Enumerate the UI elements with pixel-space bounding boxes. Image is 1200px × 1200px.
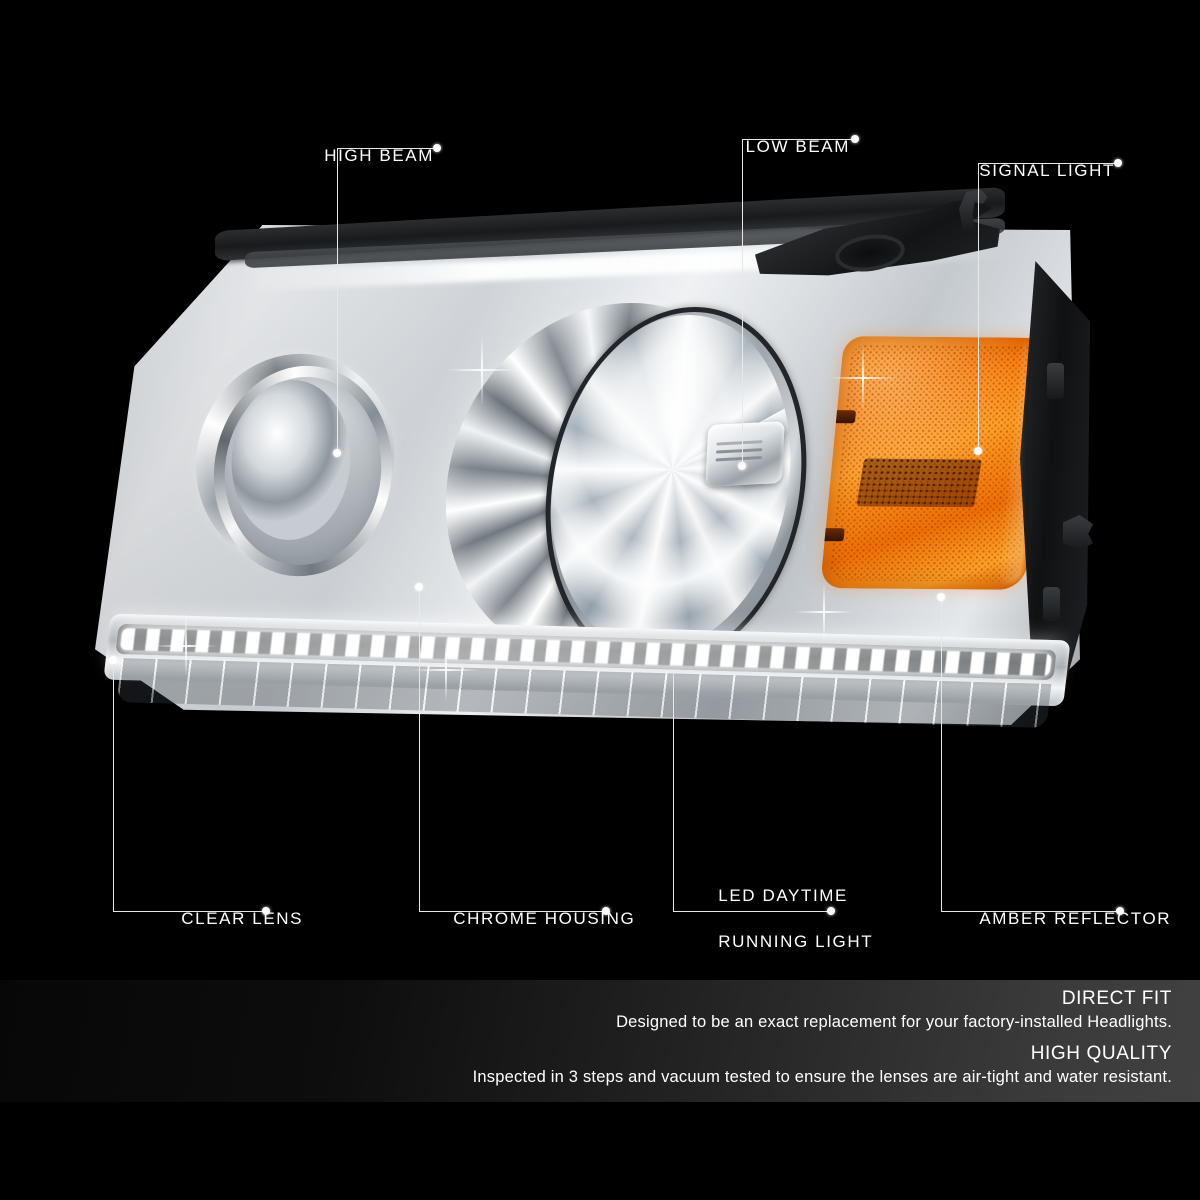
leader-dot-low-beam-target bbox=[738, 462, 746, 470]
callout-text: AMBER REFLECTOR bbox=[979, 908, 1172, 928]
housing-right-rim bbox=[1020, 261, 1090, 691]
leader-line-low-beam-vertical bbox=[742, 139, 743, 466]
leader-line-amber-reflector-horizontal bbox=[941, 911, 1120, 912]
amber-inset-panel bbox=[856, 458, 983, 508]
feature-body: Designed to be an exact replacement for … bbox=[616, 1013, 1172, 1031]
callout-label-low-beam: LOW BEAM bbox=[680, 113, 850, 182]
leader-dot-clear-lens-label bbox=[262, 907, 270, 915]
leader-line-led-drl-horizontal bbox=[673, 911, 831, 912]
leader-dot-high-beam-target bbox=[333, 449, 341, 457]
callout-text: CHROME HOUSING bbox=[453, 908, 636, 928]
feature-high-quality: HIGH QUALITY Inspected in 3 steps and va… bbox=[473, 1043, 1172, 1087]
leader-dot-low-beam-label bbox=[851, 135, 859, 143]
callout-text-line1: LED DAYTIME bbox=[718, 885, 848, 905]
callout-label-chrome-housing: CHROME HOUSING bbox=[428, 885, 658, 954]
leader-dot-amber-reflector-target bbox=[937, 593, 945, 601]
leader-line-low-beam-horizontal bbox=[742, 139, 855, 140]
leader-line-signal-light-horizontal bbox=[978, 163, 1118, 164]
headlight-assembly-image bbox=[95, 185, 1095, 730]
callout-label-high-beam: HIGH BEAM bbox=[254, 122, 434, 191]
callout-label-signal-light: SIGNAL LIGHT bbox=[930, 137, 1115, 206]
housing-clip bbox=[1063, 515, 1093, 551]
housing-tab-lower bbox=[1043, 587, 1060, 621]
feature-body: Inspected in 3 steps and vacuum tested t… bbox=[472, 1068, 1172, 1086]
callout-text: LOW BEAM bbox=[745, 136, 850, 156]
callout-text-line2: RUNNING LIGHT bbox=[718, 931, 874, 951]
leader-line-led-drl-vertical bbox=[673, 672, 674, 911]
feature-direct-fit: DIRECT FIT Designed to be an exact repla… bbox=[616, 988, 1172, 1032]
leader-line-clear-lens-horizontal bbox=[113, 911, 266, 912]
leader-line-amber-reflector-vertical bbox=[941, 597, 942, 911]
leader-line-chrome-housing-horizontal bbox=[419, 911, 606, 912]
leader-dot-clear-lens-target bbox=[109, 656, 117, 664]
leader-line-high-beam-vertical bbox=[337, 148, 338, 453]
callout-label-amber-reflector: AMBER REFLECTOR bbox=[955, 885, 1185, 954]
amber-reflector-lens bbox=[819, 336, 1050, 590]
amber-clip-bottom bbox=[821, 528, 845, 542]
feature-heading: DIRECT FIT bbox=[1061, 988, 1172, 1009]
leader-line-clear-lens-vertical bbox=[113, 660, 114, 911]
feature-footer: DIRECT FIT Designed to be an exact repla… bbox=[0, 980, 1200, 1102]
callout-text: SIGNAL LIGHT bbox=[979, 160, 1115, 180]
leader-line-signal-light-vertical bbox=[978, 163, 979, 451]
amber-clip-top bbox=[832, 410, 857, 424]
leader-dot-chrome-housing-label bbox=[602, 907, 610, 915]
leader-dot-chrome-housing-target bbox=[415, 583, 423, 591]
leader-line-chrome-housing-vertical bbox=[419, 591, 420, 911]
leader-dot-amber-reflector-label bbox=[1116, 907, 1124, 915]
leader-dot-led-drl-label bbox=[827, 907, 835, 915]
leader-dot-signal-light-label bbox=[1114, 159, 1122, 167]
housing-tab-upper bbox=[1047, 363, 1064, 399]
callout-label-clear-lens: CLEAR LENS bbox=[156, 885, 356, 954]
leader-dot-high-beam-label bbox=[433, 144, 441, 152]
low-beam-bulb-shield bbox=[705, 421, 785, 487]
leader-dot-signal-light-target bbox=[974, 447, 982, 455]
callout-text: HIGH BEAM bbox=[324, 145, 434, 165]
leader-line-high-beam-horizontal bbox=[337, 148, 437, 149]
callout-label-led-drl: LED DAYTIME RUNNING LIGHT bbox=[693, 862, 933, 977]
feature-heading: HIGH QUALITY bbox=[1030, 1043, 1172, 1064]
